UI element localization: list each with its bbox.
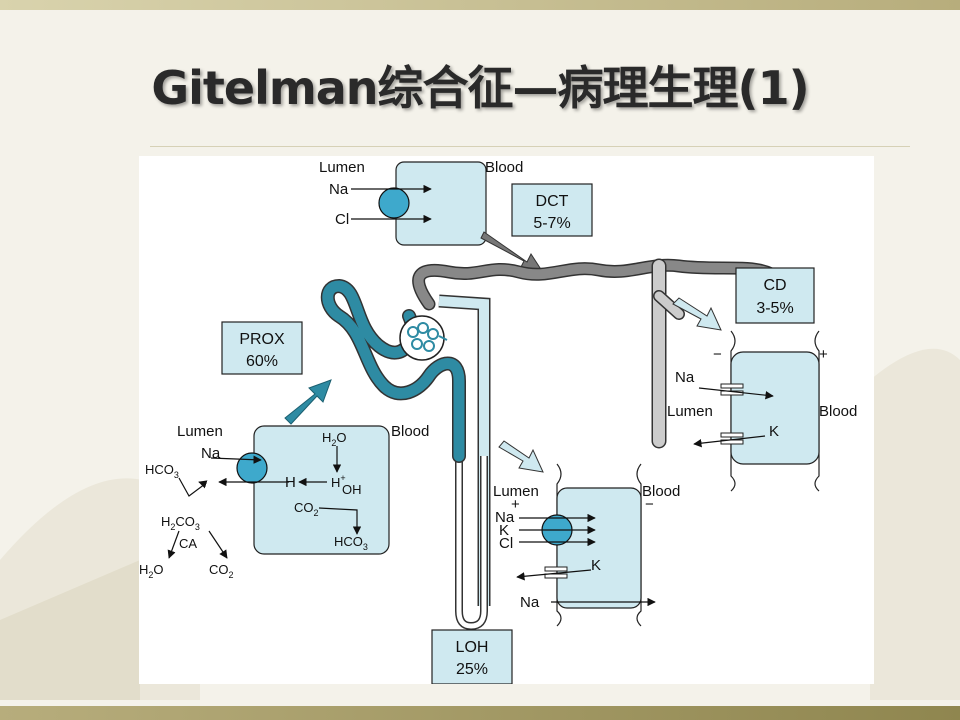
prox-name: PROX: [239, 331, 285, 348]
dct-cl-label: Cl: [335, 211, 349, 228]
prox-label-box: PROX 60%: [221, 321, 303, 375]
slide-title: Gitelman综合征—病理生理(1): [151, 61, 809, 115]
cd-cell-group: − + Na Lumen Blood K: [667, 330, 857, 492]
cd-k-channel-icon: [720, 432, 744, 438]
top-decorative-bar: [0, 0, 960, 10]
prox-pct: 60%: [246, 353, 278, 370]
prox-blood-label: Blood: [391, 423, 429, 440]
prox-ca-label: CA: [179, 536, 197, 551]
cd-name: CD: [763, 277, 786, 294]
prox-hco3-right-label: HCO: [334, 534, 363, 549]
prox-na-label: Na: [201, 445, 221, 462]
loh-cell: [556, 487, 642, 609]
svg-text:H2O: H2O: [139, 562, 164, 580]
prox-h2o-bottom-label: H: [139, 562, 148, 577]
prox-h-left-label: H: [285, 474, 296, 491]
cd-pct: 3-5%: [756, 300, 793, 317]
prox-co2-bottom-label: CO: [209, 562, 229, 577]
prox-cell-group: Lumen Blood Na HCO3 H H2O H+ OH CO2 HCO3…: [139, 423, 429, 580]
nephron-diagram: Lumen Blood Na Cl DCT 5-7% CD 3-5%: [139, 156, 874, 685]
cd-na-label: Na: [675, 369, 695, 386]
prox-cell: [253, 425, 390, 555]
dct-pct: 5-7%: [533, 215, 570, 232]
loh-pct: 25%: [456, 661, 488, 678]
dct-cell-group: Lumen Blood Na Cl: [319, 159, 523, 246]
na-h-exchanger-icon: [236, 452, 268, 484]
svg-text:HCO3: HCO3: [334, 534, 368, 552]
prox-h-plus-label: H: [331, 475, 340, 490]
loh-k2-label: K: [591, 557, 601, 574]
svg-text:H2O: H2O: [322, 430, 347, 448]
prox-hco3-label: HCO: [145, 462, 174, 477]
svg-text:CO2: CO2: [209, 562, 234, 580]
bottom-decorative-bar: [0, 706, 960, 720]
cd-cell: [730, 351, 820, 465]
prox-co2-mid-label: CO: [294, 500, 314, 515]
loh-k-label: K: [499, 522, 509, 539]
nephron-svg: Lumen Blood Na Cl DCT 5-7% CD 3-5%: [139, 159, 857, 685]
cd-pointer-arrow: [672, 297, 722, 331]
prox-h2o-top-label: H: [322, 430, 331, 445]
loh-pointer-arrow: [498, 440, 544, 473]
dct-na-label: Na: [329, 181, 349, 198]
svg-text:H+: H+: [331, 473, 346, 490]
loh-cell-group: Lumen Blood + − Na K Cl K Na: [493, 463, 680, 627]
loh-label-box: LOH 25%: [431, 629, 513, 685]
loh-na-label: Na: [495, 509, 515, 526]
cd-minus-sign: −: [713, 346, 722, 363]
prox-h2co3-label: H: [161, 514, 170, 529]
nacl-cotransporter-icon: [378, 187, 410, 219]
loh-cl-label: Cl: [499, 535, 513, 552]
dct-blood-label: Blood: [485, 159, 523, 176]
dct-label-box: DCT 5-7%: [511, 183, 593, 237]
dct-name: DCT: [536, 193, 569, 210]
prox-oh-label: OH: [342, 482, 362, 497]
prox-lumen-label: Lumen: [177, 423, 223, 440]
glomerulus-icon: [399, 315, 448, 361]
dct-lumen-label: Lumen: [319, 159, 365, 176]
svg-text:H2CO3: H2CO3: [161, 514, 200, 532]
loop-of-henle: [455, 456, 488, 631]
cd-k-label: K: [769, 423, 779, 440]
cd-plus-sign: +: [819, 346, 828, 363]
cd-blood-label: Blood: [819, 403, 857, 420]
loh-lumen-label: Lumen: [493, 483, 539, 500]
loh-name: LOH: [456, 639, 489, 656]
loh-plus-sign: +: [511, 496, 520, 513]
loh-minus-sign: −: [645, 496, 654, 513]
romk-channel-icon: [544, 566, 568, 572]
prox-pointer-arrow: [284, 379, 332, 425]
svg-text:HCO3: HCO3: [145, 462, 179, 480]
cd-lumen-label: Lumen: [667, 403, 713, 420]
title-divider: [150, 146, 910, 147]
loh-na2-label: Na: [520, 594, 540, 611]
loh-blood-label: Blood: [642, 483, 680, 500]
cd-na-channel-icon: [720, 383, 744, 389]
svg-text:CO2: CO2: [294, 500, 319, 518]
cd-label-box: CD 3-5%: [735, 267, 815, 324]
